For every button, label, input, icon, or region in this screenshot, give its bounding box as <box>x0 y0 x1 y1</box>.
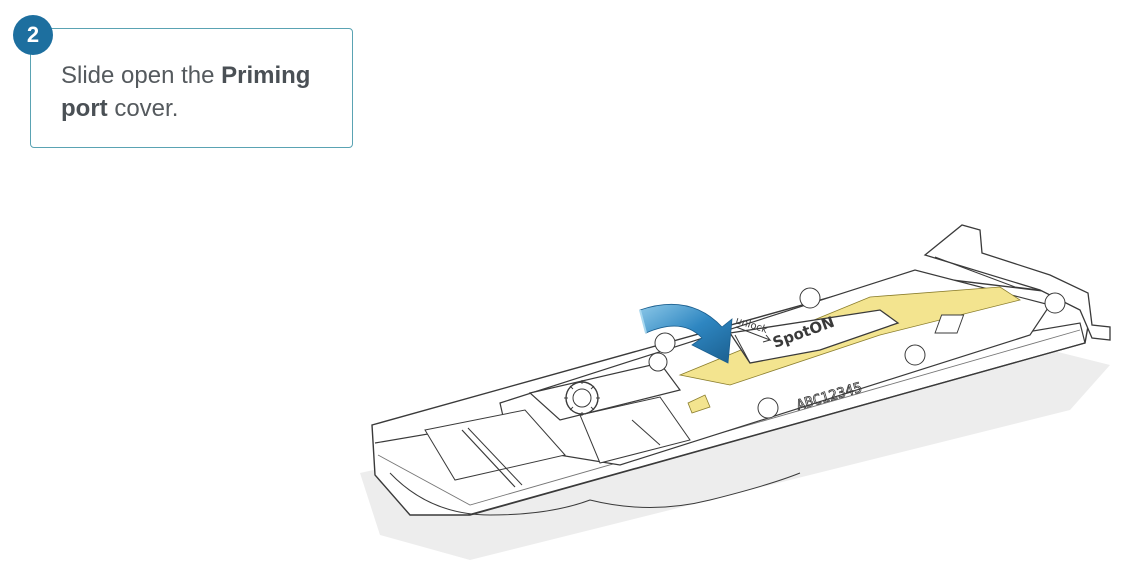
waste-well-2 <box>579 396 691 464</box>
unlock-arrow-icon <box>735 326 772 343</box>
instruction-text: Slide open the Priming port cover. <box>61 59 346 125</box>
instruction-text-start: Slide open the <box>61 62 222 89</box>
device-shadow <box>360 335 1110 560</box>
screw-group <box>648 287 1066 419</box>
step-number-badge: 2 <box>13 15 53 55</box>
curved-arrow-icon <box>639 303 733 364</box>
waste-well-1 <box>424 409 566 481</box>
rear-bracket <box>923 224 1111 341</box>
instruction-bold-port: port <box>61 95 108 122</box>
instruction-text-end: cover. <box>107 95 179 122</box>
priming-port-cover <box>728 309 900 364</box>
instruction-bold-priming: Priming <box>221 62 311 89</box>
qr-marker <box>934 314 965 334</box>
instruction-callout: Slide open the Priming port cover. <box>30 28 353 148</box>
flow-cell-illustration: ABC12345 SpotON unlock <box>360 224 1111 560</box>
